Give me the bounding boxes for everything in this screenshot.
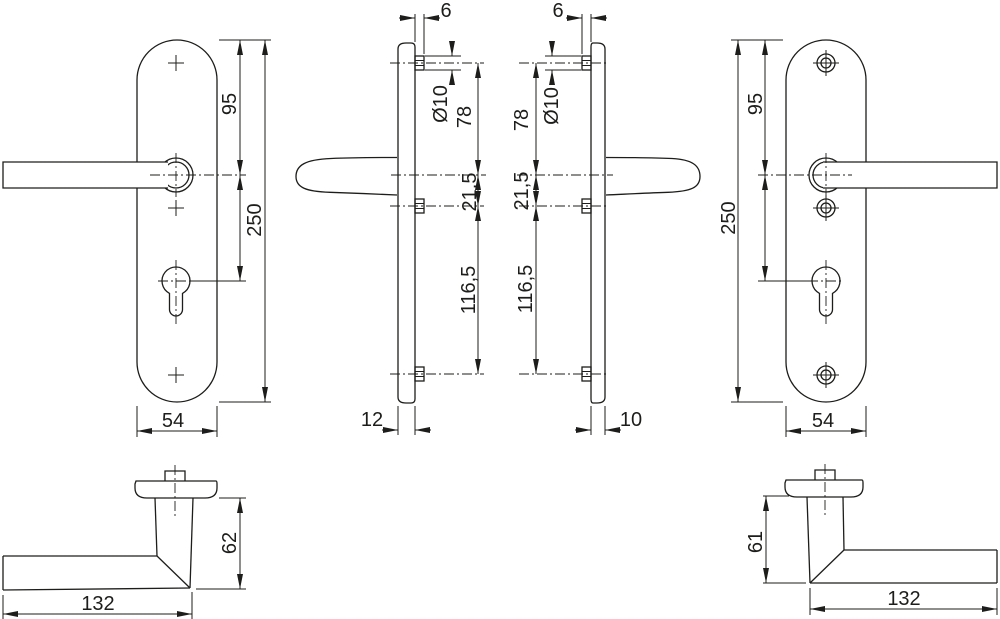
dim-label-d10: Ø10 bbox=[430, 85, 452, 123]
screw-cross-middle bbox=[168, 200, 184, 216]
screw-hole-middle bbox=[813, 195, 839, 221]
screw-cross-top bbox=[168, 55, 184, 71]
plate-section bbox=[590, 42, 606, 404]
lever-grip-profile bbox=[295, 156, 398, 196]
view-side-right: 6 Ø10 78 21,5 116,5 10 bbox=[511, 0, 701, 435]
dim-label-10: 10 bbox=[620, 409, 642, 431]
dim-label-54: 54 bbox=[812, 410, 834, 432]
dim-label-d10: Ø10 bbox=[541, 87, 563, 125]
rose-side bbox=[134, 480, 218, 499]
dim-label-6: 6 bbox=[440, 0, 451, 22]
dim-chain-left: 78 21,5 116,5 bbox=[454, 63, 481, 374]
dim-132-left: 132 bbox=[2, 592, 193, 619]
dim-95-right: 95 bbox=[731, 39, 812, 403]
view-side-left: 6 Ø10 78 21,5 116,5 12 bbox=[295, 0, 486, 435]
dim-label-6: 6 bbox=[552, 0, 563, 22]
dim-label-21-5: 21,5 bbox=[511, 172, 533, 211]
lever-bar bbox=[2, 161, 168, 189]
dim-label-116-5: 116,5 bbox=[515, 265, 537, 314]
screw-hole-bottom bbox=[813, 362, 839, 388]
lever-neck bbox=[154, 497, 194, 589]
dim-label-21-5: 21,5 bbox=[459, 173, 481, 212]
lever-neck bbox=[806, 496, 845, 584]
dim-label-250: 250 bbox=[244, 203, 266, 236]
screw-bushes bbox=[414, 55, 425, 382]
dim-label-12: 12 bbox=[361, 409, 383, 431]
dim-12: 12 bbox=[361, 406, 431, 435]
lever-grip-profile bbox=[605, 156, 701, 196]
view-front-right: 95 250 54 bbox=[718, 39, 998, 437]
dim-label-95: 95 bbox=[219, 93, 241, 115]
lever-bar bbox=[823, 161, 998, 189]
rose-side bbox=[784, 479, 864, 498]
dim-chain-right: 78 21,5 116,5 bbox=[511, 63, 539, 374]
dim-6-left: 6 bbox=[399, 0, 452, 54]
dim-6-right: 6 bbox=[552, 0, 607, 54]
lever-grip bbox=[2, 555, 191, 591]
dim-label-95: 95 bbox=[745, 93, 767, 115]
dim-label-250: 250 bbox=[718, 201, 740, 234]
dim-54-left: 54 bbox=[136, 406, 218, 437]
dim-label-78: 78 bbox=[454, 106, 476, 128]
lever-grip bbox=[810, 549, 998, 584]
dim-10: 10 bbox=[575, 406, 642, 435]
dim-label-62: 62 bbox=[219, 532, 241, 554]
dim-label-78: 78 bbox=[511, 109, 533, 131]
dim-250-right: 250 bbox=[718, 40, 741, 402]
screw-cross-bottom bbox=[168, 367, 184, 383]
dim-label-54: 54 bbox=[162, 410, 184, 432]
dim-132-right: 132 bbox=[809, 588, 998, 615]
dim-label-61: 61 bbox=[745, 531, 767, 553]
dim-250-left: 250 bbox=[244, 40, 268, 402]
plate-section bbox=[397, 42, 416, 404]
screw-hole-top bbox=[813, 50, 839, 76]
dim-54-right: 54 bbox=[785, 406, 867, 437]
view-front-left: 95 250 54 bbox=[2, 39, 271, 437]
backplate-outline bbox=[136, 39, 218, 403]
dim-61: 61 bbox=[745, 495, 806, 584]
dim-d10-right: Ø10 bbox=[541, 41, 581, 125]
view-grip-right: 61 132 bbox=[745, 464, 998, 615]
dim-label-116-5: 116,5 bbox=[458, 266, 480, 315]
dim-d10-left: Ø10 bbox=[425, 41, 461, 123]
dim-label-132: 132 bbox=[887, 588, 920, 610]
dim-label-132: 132 bbox=[81, 593, 114, 615]
view-grip-left: 62 132 bbox=[2, 465, 246, 619]
screw-bushes bbox=[581, 55, 592, 382]
dim-62: 62 bbox=[196, 497, 246, 590]
